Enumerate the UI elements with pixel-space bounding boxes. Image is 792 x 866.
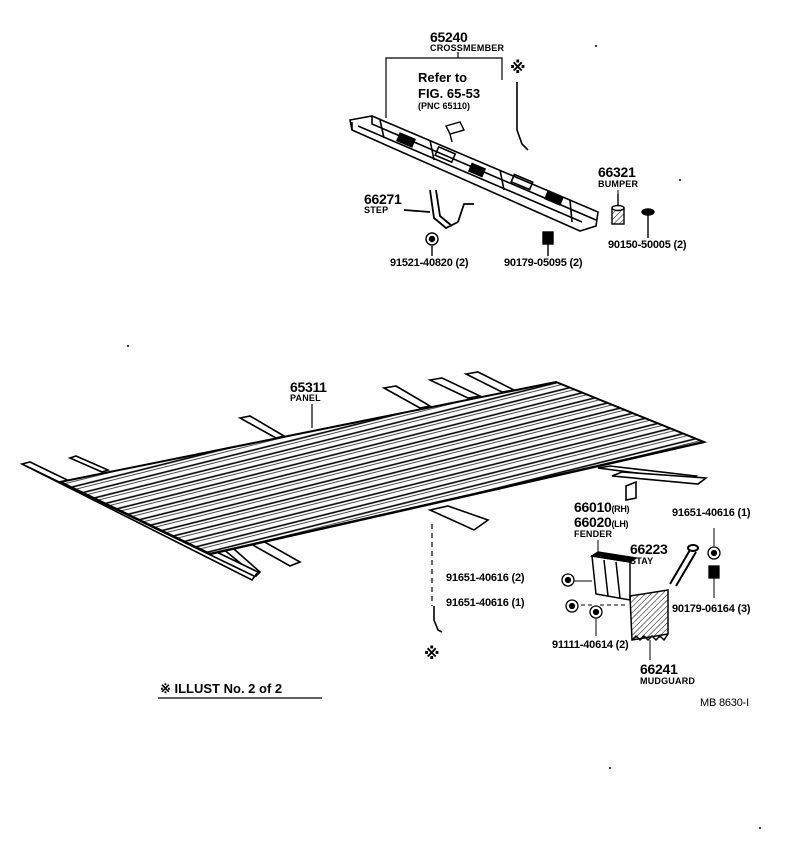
fastener-90179-06164: 90179-06164 (3) <box>672 603 751 615</box>
nut-part-91521 <box>425 232 439 256</box>
crossmember-name: CROSSMEMBER <box>430 43 505 53</box>
mudguard-name: MUDGUARD <box>640 676 696 686</box>
fastener-91521: 91521-40820 (2) <box>390 257 469 269</box>
step-number: 66271 <box>364 191 402 207</box>
stay-name: STAY <box>630 556 654 566</box>
fastener-nuts <box>561 546 721 619</box>
fender-part <box>589 551 639 601</box>
bracket-part <box>444 121 466 143</box>
bolt-part-90150 <box>641 208 655 238</box>
crossmember-number: 65240 <box>430 29 468 45</box>
mudguard-part <box>629 589 669 642</box>
fastener-91111: 91111-40614 (2) <box>552 639 629 651</box>
hook-part-top <box>516 82 529 151</box>
stay-number: 66223 <box>630 541 668 557</box>
step-name: STEP <box>364 205 389 215</box>
fastener-90179-05095: 90179-05095 (2) <box>504 257 583 269</box>
fender-name: FENDER <box>574 529 613 539</box>
step-part <box>403 189 474 230</box>
fender-rh-code: 66010 <box>574 499 612 515</box>
panel-deck <box>56 380 708 556</box>
bolt-part-90179-05095 <box>542 231 554 256</box>
bumper-number: 66321 <box>598 164 636 180</box>
drawing-code: MB 8630-I <box>700 697 749 709</box>
fastener-91651-top: 91651-40616 (1) <box>672 507 751 519</box>
panel-name: PANEL <box>290 393 321 403</box>
fastener-91651-1: 91651-40616 (1) <box>446 597 525 609</box>
fender-lh-number: 66020(LH) <box>574 514 629 530</box>
bumper-name: BUMPER <box>598 179 639 189</box>
refer-line1: Refer to <box>418 70 468 85</box>
crossmember-part <box>349 115 599 232</box>
fender-lh-suffix: (LH) <box>611 519 629 529</box>
bumper-part <box>611 194 625 225</box>
asterisk-bottom: ※ <box>424 644 440 663</box>
asterisk-top: ※ <box>510 58 526 77</box>
hook-part-bottom <box>433 606 443 633</box>
fastener-91651-2: 91651-40616 (2) <box>446 572 525 584</box>
stay-part <box>669 544 699 587</box>
refer-line2: FIG. 65-53 <box>418 86 481 101</box>
mudguard-number: 66241 <box>640 661 678 677</box>
fender-lh-code: 66020 <box>574 514 612 530</box>
fender-rh-number: 66010(RH) <box>574 499 630 515</box>
panel-number: 65311 <box>290 379 327 395</box>
fastener-90150: 90150-50005 (2) <box>608 239 687 251</box>
illust-caption: ※ ILLUST No. 2 of 2 <box>160 681 283 696</box>
refer-line3: (PNC 65110) <box>418 101 471 111</box>
fender-rh-suffix: (RH) <box>611 504 630 514</box>
